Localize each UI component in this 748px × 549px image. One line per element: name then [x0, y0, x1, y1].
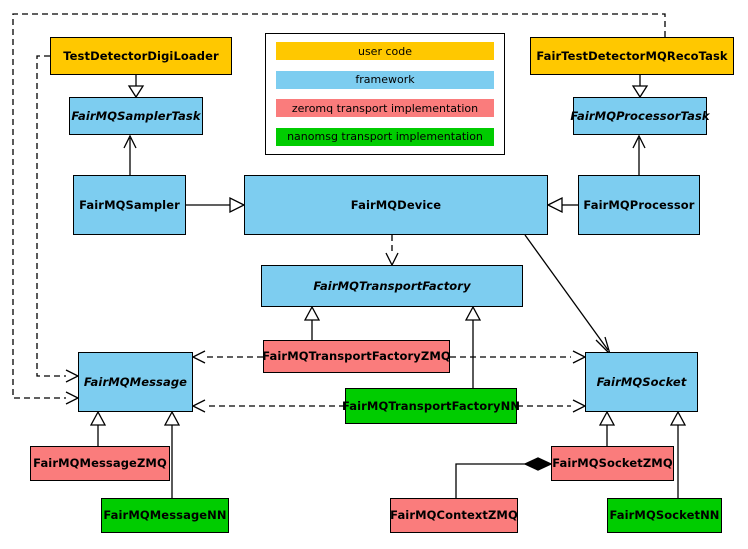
class-node-label: FairMQSocketNN [609, 508, 720, 523]
class-node-fairmqtransportfactorynn[interactable]: FairMQTransportFactoryNN [341, 388, 521, 424]
legend-item-nanomsg: nanomsg transport implementation [276, 127, 494, 146]
class-node-label: FairMQMessage [83, 374, 188, 389]
class-node-label: FairMQSocketZMQ [552, 456, 673, 471]
edge-sampler-samplertask [123, 134, 137, 175]
legend-item-label: framework [355, 73, 415, 87]
class-node-fairmqsocket[interactable]: FairMQSocket [585, 352, 698, 412]
class-node-label: TestDetectorDigiLoader [63, 48, 219, 63]
edge-processor-processortask [632, 134, 646, 175]
edge-recotask-processortask [631, 75, 649, 99]
class-node-fairmqprocessor[interactable]: FairMQProcessor [578, 175, 700, 235]
class-node-label: FairMQMessageZMQ [33, 456, 167, 471]
edge-processor-device [546, 196, 578, 214]
class-node-label: FairMQTransportFactoryZMQ [262, 349, 451, 364]
legend-item-label: nanomsg transport implementation [287, 130, 483, 144]
edge-digiloader-samplertask [127, 75, 145, 99]
class-node-label: FairMQTransportFactory [313, 278, 471, 293]
class-node-label: FairTestDetectorMQRecoTask [536, 48, 728, 63]
class-node-label: FairMQSamplerTask [71, 108, 201, 123]
class-node-fairmqsampler[interactable]: FairMQSampler [73, 175, 186, 235]
class-node-label: FairMQDevice [350, 197, 442, 212]
class-node-label: FairMQSocket [596, 374, 687, 389]
legend-item-zeromq: zeromq transport implementation [276, 99, 494, 118]
edge-tfzmq-socket [450, 350, 587, 364]
class-node-fairtestdetectormqrecotask[interactable]: FairTestDetectorMQRecoTask [530, 37, 734, 75]
class-node-label: FairMQSampler [79, 197, 180, 212]
class-node-label: FairMQProcessorTask [570, 108, 710, 123]
class-node-fairmqdevice[interactable]: FairMQDevice [244, 175, 548, 235]
edge-messagezmq-message [89, 410, 107, 446]
class-node-fairmqsocketnn[interactable]: FairMQSocketNN [607, 498, 722, 533]
class-node-testdetectordigiloader[interactable]: TestDetectorDigiLoader [50, 37, 232, 75]
class-node-label: FairMQMessageNN [103, 508, 227, 523]
legend-item-framework: framework [276, 70, 494, 89]
class-node-label: FairMQContextZMQ [390, 508, 518, 523]
class-node-label: FairMQProcessor [583, 197, 695, 212]
class-node-fairmqcontextzmq[interactable]: FairMQContextZMQ [390, 498, 518, 533]
legend: user code framework zeromq transport imp… [265, 33, 505, 155]
edge-tfzmq-transportfactory [303, 305, 321, 340]
edge-tfnn-socket [517, 399, 587, 413]
legend-item-label: zeromq transport implementation [291, 101, 479, 115]
class-node-label: FairMQTransportFactoryNN [341, 398, 521, 413]
edge-socketzmq-contextzmq-composition [455, 457, 553, 498]
edge-sampler-device [186, 196, 246, 214]
edge-tfzmq-message [191, 350, 263, 364]
edge-device-socket [524, 234, 611, 355]
class-node-fairmqprocessortask[interactable]: FairMQProcessorTask [570, 97, 710, 135]
class-node-fairmqsocketzmq[interactable]: FairMQSocketZMQ [551, 446, 674, 481]
edge-device-transportfactory [385, 235, 399, 267]
class-node-fairmqtransportfactory[interactable]: FairMQTransportFactory [261, 265, 523, 307]
edge-tfnn-transportfactory [464, 305, 482, 388]
edge-tfnn-message [191, 399, 345, 413]
class-node-fairmqmessagenn[interactable]: FairMQMessageNN [101, 498, 229, 533]
class-node-fairmqmessage[interactable]: FairMQMessage [78, 352, 193, 412]
class-node-fairmqsamplertask[interactable]: FairMQSamplerTask [69, 97, 203, 135]
edge-socketzmq-socket [598, 410, 616, 446]
legend-item-label: user code [357, 44, 413, 58]
class-node-fairmqtransportfactoryzmq[interactable]: FairMQTransportFactoryZMQ [262, 340, 451, 373]
class-node-fairmqmessagezmq[interactable]: FairMQMessageZMQ [30, 446, 170, 481]
legend-item-user-code: user code [276, 42, 494, 60]
